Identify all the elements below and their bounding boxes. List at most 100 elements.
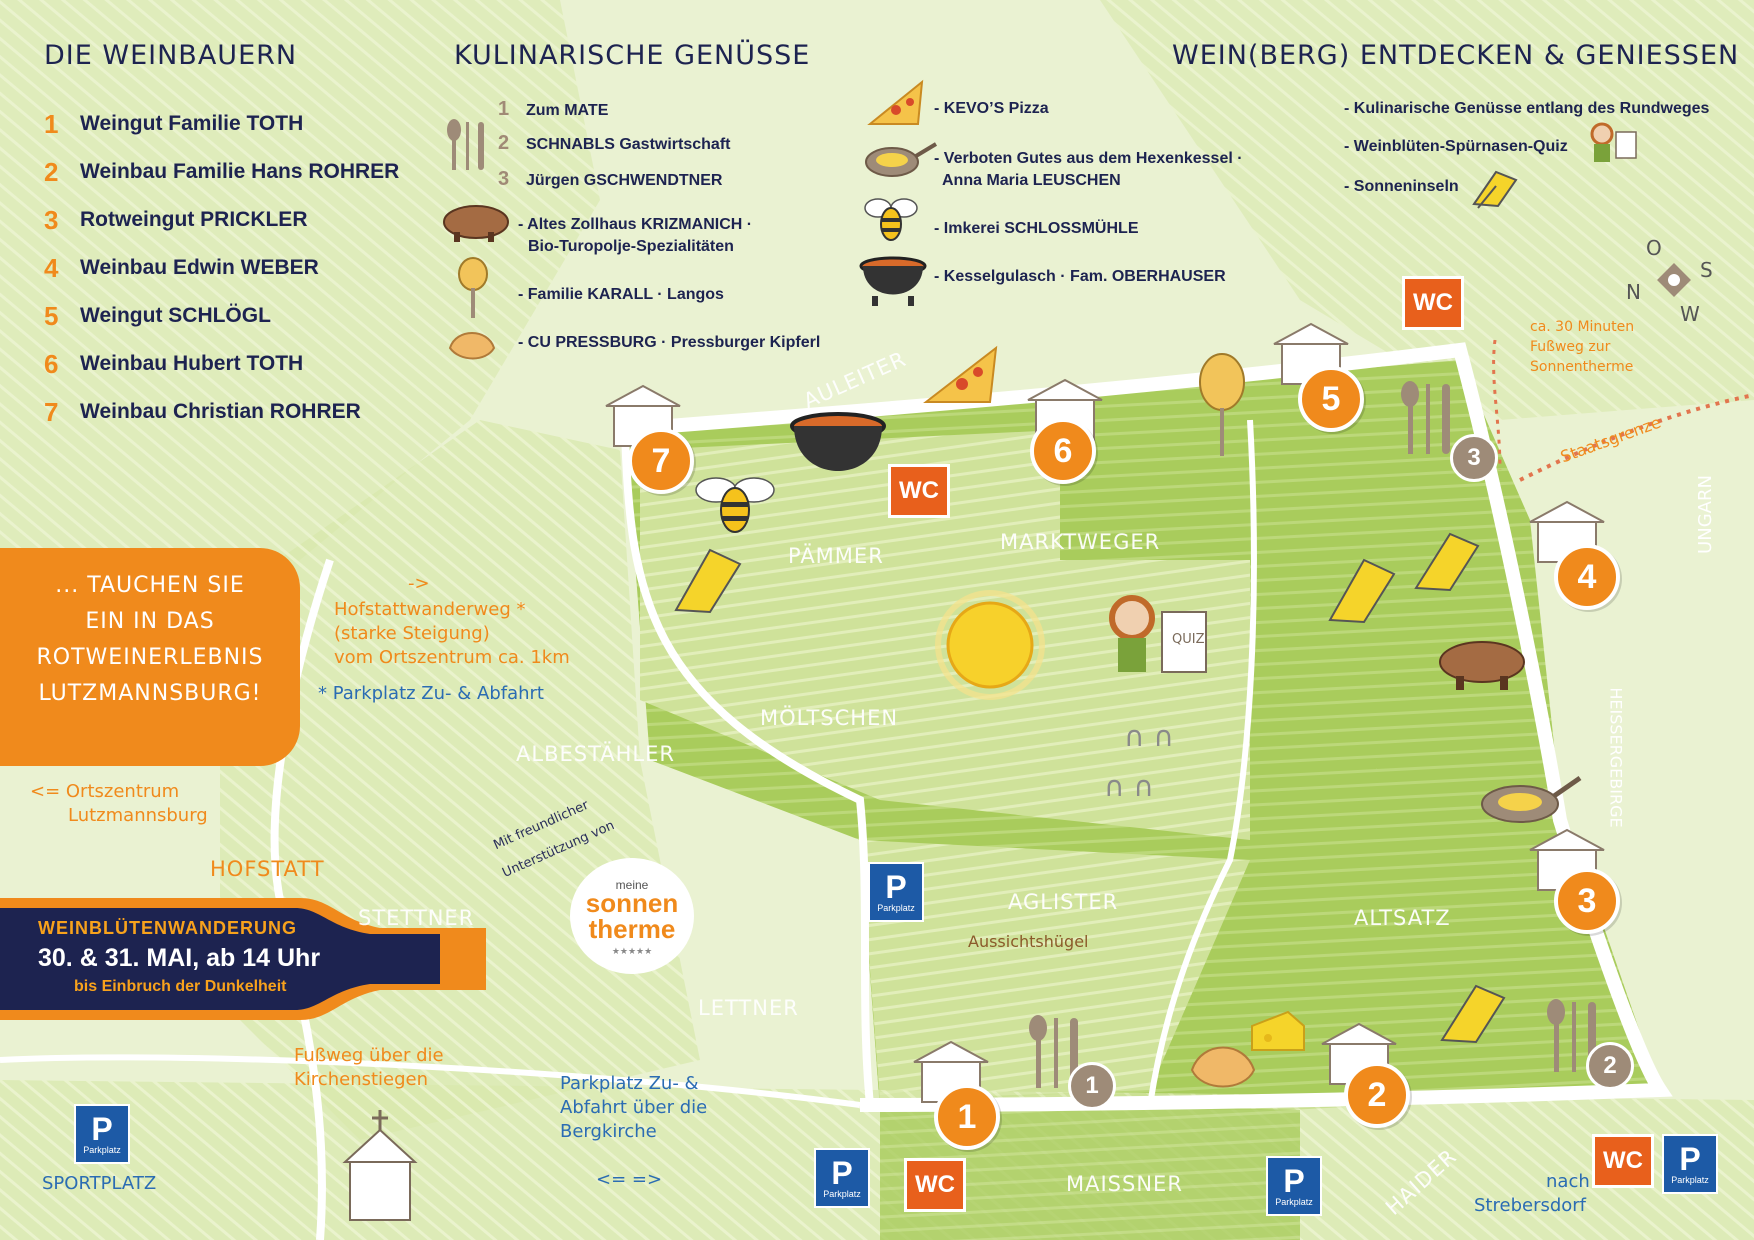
pan-icon (1481, 775, 1582, 823)
pig-icon (443, 205, 509, 242)
langos-icon (1199, 353, 1245, 456)
parking-label: Parkplatz (823, 1189, 861, 1199)
pin-weinbauer-4[interactable]: 4 (1554, 544, 1620, 610)
field-pammer: PÄMMER (788, 544, 884, 568)
deckchair-icon (1472, 170, 1518, 209)
field-moeltschen: MÖLTSCHEN (760, 706, 899, 730)
pin-kulinarisch-1[interactable]: 1 (1068, 1062, 1116, 1110)
cu-pressburg-text: - CU PRESSBURG · Pressburger Kipferl (518, 334, 821, 351)
zollhaus-line-2: Bio-Turopolje-Spezialitäten (528, 238, 734, 255)
promo-line: LUTZMANNSBURG! (38, 681, 262, 706)
cheese-icon (1251, 1010, 1305, 1051)
pizza-icon (923, 345, 998, 403)
entdecken-item-2: - Weinblüten-Spürnasen-Quiz (1344, 138, 1568, 155)
hexenkessel-line-2: Anna Maria LEUSCHEN (942, 172, 1121, 189)
quiz-kid-icon (1590, 122, 1637, 162)
header-weinbauern: DIE WEINBAUERN (44, 40, 298, 71)
pin-weinbauer-5[interactable]: 5 (1298, 366, 1364, 432)
deckchair-icon (1440, 984, 1506, 1044)
pin-kulinarisch-2[interactable]: 2 (1586, 1042, 1634, 1090)
pin-kulinarisch-3[interactable]: 3 (1450, 434, 1498, 482)
bergkirche-note-3: Bergkirche (560, 1121, 657, 1142)
strebersdorf-note-2: Strebersdorf (1474, 1195, 1587, 1216)
list-number: 1 (44, 108, 59, 139)
pin-weinbauer-3[interactable]: 3 (1554, 868, 1620, 934)
horseshoe-icon: ∩ ∩ (1104, 770, 1154, 803)
hofstatt-note-2: (starke Steigung) (334, 623, 490, 644)
field-lettner: LETTNER (698, 996, 799, 1020)
field-stettner: STETTNER (358, 906, 475, 930)
therme-note-3: Sonnentherme (1530, 359, 1634, 375)
entdecken-item-1: - Kulinarische Genüsse entlang des Rundw… (1344, 100, 1710, 117)
list-item: 4 Weinbau Edwin WEBER (44, 244, 399, 292)
field-albestaehler: ALBESTÄHLER (516, 742, 675, 766)
bee-icon (695, 477, 775, 533)
pin-weinbauer-2[interactable]: 2 (1344, 1062, 1410, 1128)
list-number: 5 (44, 300, 59, 331)
kul-label: Jürgen GSCHWENDTNER (526, 172, 723, 189)
list-label: Weinbau Christian ROHRER (80, 400, 361, 423)
deckchair-icon (674, 548, 742, 614)
list-number: 6 (44, 348, 59, 379)
fussweg-note-2: Kirchenstiegen (294, 1069, 429, 1090)
ortszentrum-note-2: Lutzmannsburg (68, 805, 208, 826)
list-number: 4 (44, 252, 59, 283)
therme-note-2: Fußweg zur (1530, 339, 1611, 355)
deckchair-icon (1328, 558, 1396, 624)
field-aglister: AGLISTER (1008, 890, 1119, 914)
header-kulinarisch: KULINARISCHE GENÜSSE (454, 40, 811, 71)
list-label: Rotweingut PRICKLER (80, 208, 308, 231)
list-item: 1 Weingut Familie TOTH (44, 100, 399, 148)
heissergebirge-label: HEISSERGEBIRGE (1606, 687, 1626, 828)
field-marktweger: MARKTWEGER (1000, 530, 1161, 554)
parking-p: P (831, 1155, 853, 1191)
promo-text: ... TAUCHEN SIE EIN IN DAS ROTWEINERLEBN… (20, 568, 280, 712)
logo-line: therme (588, 914, 676, 944)
logo-line: sonnen (585, 888, 679, 918)
compass-s: S (1700, 258, 1713, 282)
pin-weinbauer-7[interactable]: 7 (628, 428, 694, 494)
kul-label: Zum MATE (526, 102, 609, 119)
hofstatt-arrow: -> (408, 573, 430, 594)
kipferl-icon (1190, 1046, 1256, 1088)
parking-p: P (1283, 1163, 1305, 1199)
kul-number: 1 (498, 98, 510, 120)
wc-icon: WC (904, 1158, 966, 1212)
list-label: Weingut Familie TOTH (80, 112, 304, 135)
logo-stars: ★★★★★ (611, 946, 653, 956)
kul-item-1: 1 Zum MATE (498, 98, 608, 122)
wc-icon: WC (1592, 1134, 1654, 1188)
bergkirche-note-1: Parkplatz Zu- & (560, 1073, 699, 1094)
pin-weinbauer-6[interactable]: 6 (1030, 418, 1096, 484)
wc-icon: WC (1402, 276, 1464, 330)
compass-icon (1657, 263, 1691, 297)
compass-o: O (1646, 236, 1662, 260)
pan-icon (865, 142, 938, 177)
list-number: 3 (44, 204, 59, 235)
parking-label: Parkplatz (1275, 1197, 1313, 1207)
pizza-icon (867, 79, 924, 125)
pizza-text: - KEVO’S Pizza (934, 100, 1049, 117)
arrows-note: <= => (596, 1169, 663, 1190)
ortszentrum-note-1: <= Ortszentrum (30, 781, 180, 802)
aussichtshuegel-label: Aussichtshügel (968, 932, 1089, 951)
pin-weinbauer-1[interactable]: 1 (934, 1084, 1000, 1150)
quiz-label: QUIZ (1172, 632, 1205, 647)
entdecken-item-3: - Sonneninseln (1344, 178, 1459, 195)
therme-note-1: ca. 30 Minuten (1530, 319, 1635, 335)
list-label: Weingut SCHLÖGL (80, 304, 271, 327)
cauldron-icon (859, 256, 927, 306)
list-label: Weinbau Edwin WEBER (80, 256, 319, 279)
kipferl-icon (448, 332, 496, 360)
ungarn-label: UNGARN (1694, 475, 1716, 554)
quiz-kid-icon (1109, 595, 1207, 673)
